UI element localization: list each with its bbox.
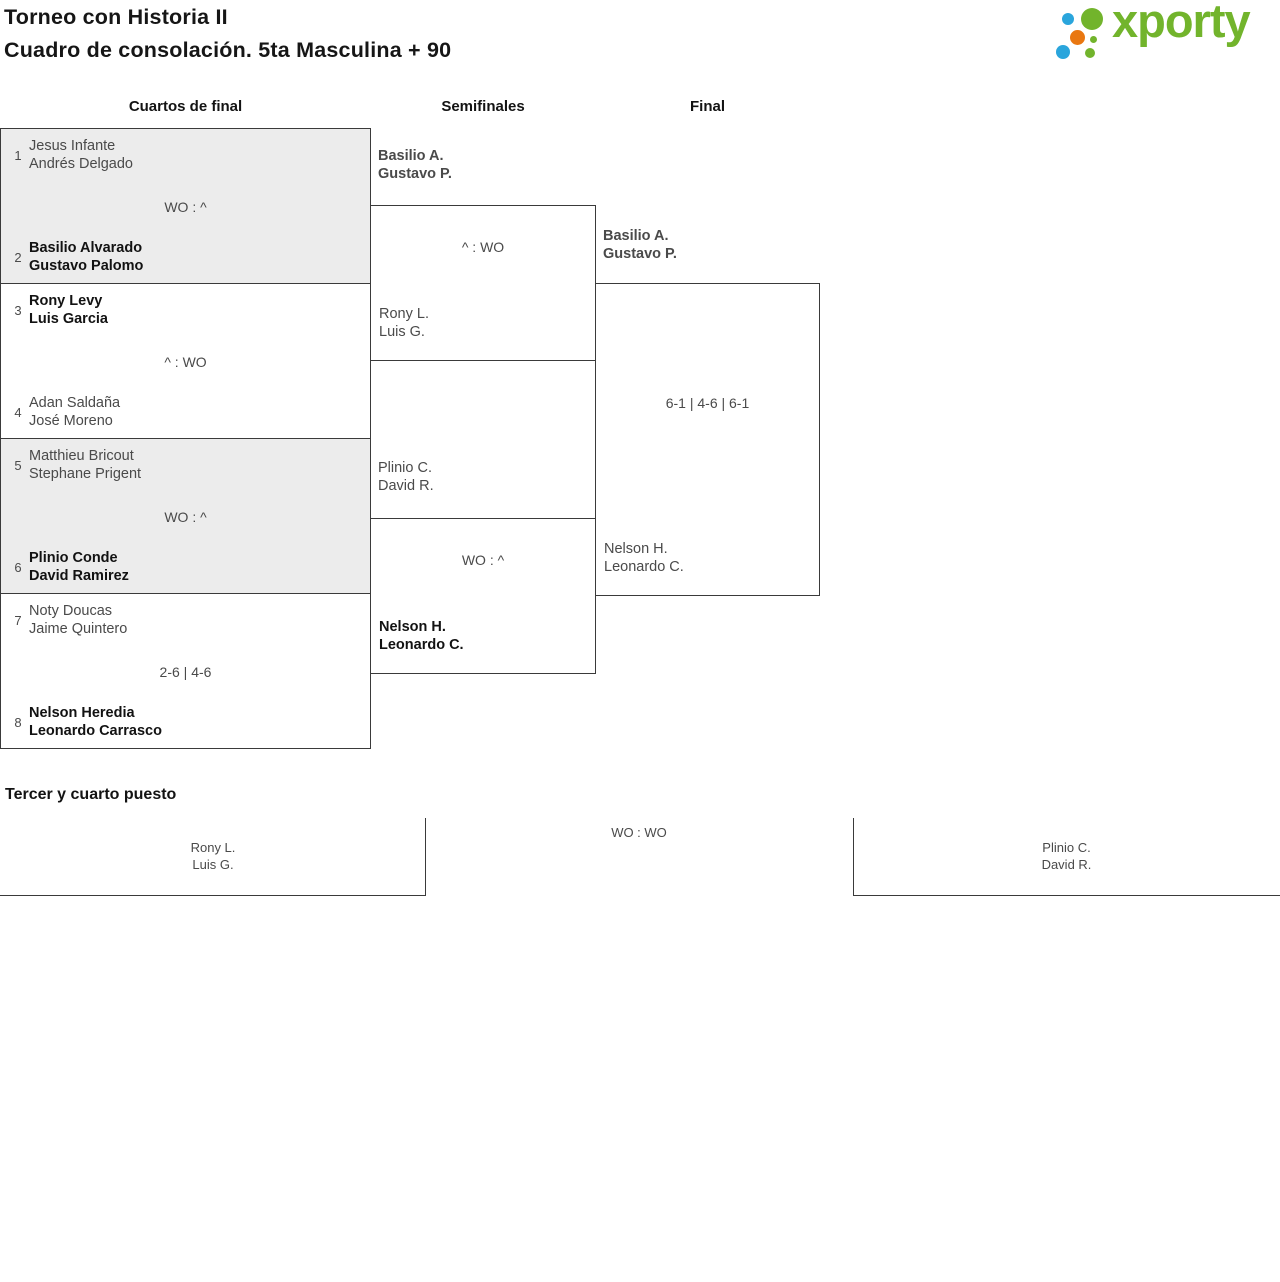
pair-names: Rony L. Luis G. xyxy=(379,306,429,340)
seed-number: 1 xyxy=(14,147,22,163)
seed-number: 6 xyxy=(14,559,22,575)
third-place-right-baseline xyxy=(853,895,1280,896)
pair-names-winner: Plinio Conde David Ramirez xyxy=(29,550,129,584)
logo-dot-green-large xyxy=(1081,8,1103,30)
match-qf-4[interactable]: 7 Noty Doucas Jaime Quintero 2-6 | 4-6 8… xyxy=(0,593,371,749)
participant-slot: 1 Jesus Infante Andrés Delgado xyxy=(7,137,133,173)
seed-number: 4 xyxy=(14,404,22,420)
match-score: WO : ^ xyxy=(164,199,207,215)
pair-names: Noty Doucas Jaime Quintero xyxy=(29,603,128,637)
logo-dot-green-tiny xyxy=(1090,36,1097,43)
third-place-right-pair: Plinio C. David R. xyxy=(1041,840,1092,872)
logo-dot-green-small xyxy=(1085,48,1095,58)
logo-dot-orange xyxy=(1070,30,1085,45)
xporty-logo-text: xporty xyxy=(1112,0,1251,47)
third-place-score: WO : WO xyxy=(611,825,667,840)
seed-number: 3 xyxy=(14,302,22,318)
pair-names: Matthieu Bricout Stephane Prigent xyxy=(29,448,142,482)
bracket-subtitle: Cuadro de consolación. 5ta Masculina + 9… xyxy=(4,38,452,62)
round-header-quarterfinals: Cuartos de final xyxy=(128,98,243,115)
seed-number: 5 xyxy=(14,457,22,473)
pair-names: Adan Saldaña José Moreno xyxy=(29,395,121,429)
third-place-left-vertical-line xyxy=(425,818,426,896)
participant-slot: 4 Adan Saldaña José Moreno xyxy=(7,394,120,430)
third-place-left-baseline xyxy=(0,895,426,896)
participant-slot: 3 Rony Levy Luis Garcia xyxy=(7,292,108,328)
participant-slot: 5 Matthieu Bricout Stephane Prigent xyxy=(7,447,141,483)
third-place-left-pair: Rony L. Luis G. xyxy=(190,840,236,872)
pair-names-winner: Rony Levy Luis Garcia xyxy=(29,293,108,327)
tournament-name: Torneo con Historia II xyxy=(4,5,228,29)
match-qf-3[interactable]: 5 Matthieu Bricout Stephane Prigent WO :… xyxy=(0,438,371,594)
sf1-advancing-pair: Basilio A. Gustavo P. xyxy=(378,148,452,182)
pair-names: Jesus Infante Andrés Delgado xyxy=(29,138,133,172)
third-place-heading: Tercer y cuarto puesto xyxy=(5,786,177,803)
match-score: 6-1 | 4-6 | 6-1 xyxy=(665,395,750,411)
match-sf-1[interactable]: ^ : WO Rony L. Luis G. xyxy=(370,205,596,361)
match-score: 2-6 | 4-6 xyxy=(159,664,212,680)
page-title: Torneo con Historia II Cuadro de consola… xyxy=(4,1,451,67)
match-qf-2[interactable]: 3 Rony Levy Luis Garcia ^ : WO 4 Adan Sa… xyxy=(0,283,371,439)
xporty-logo-dots-icon xyxy=(1048,2,1118,64)
match-sf-2[interactable]: WO : ^ Nelson H. Leonardo C. xyxy=(370,518,596,674)
logo-dot-blue-medium xyxy=(1056,45,1070,59)
xporty-logo[interactable]: xporty xyxy=(1048,0,1276,66)
match-score: WO : ^ xyxy=(461,552,505,568)
seed-number: 2 xyxy=(14,249,22,265)
sf2-top-pair: Plinio C. David R. xyxy=(378,460,434,494)
participant-slot: 8 Nelson Heredia Leonardo Carrasco xyxy=(7,704,162,740)
participant-slot: 7 Noty Doucas Jaime Quintero xyxy=(7,602,127,638)
final-champion-pair: Basilio A. Gustavo P. xyxy=(603,228,677,262)
logo-dot-blue-small xyxy=(1062,13,1074,25)
pair-names-winner: Nelson H. Leonardo C. xyxy=(379,619,464,653)
seed-number: 7 xyxy=(14,612,22,628)
participant-slot: 2 Basilio Alvarado Gustavo Palomo xyxy=(7,239,143,275)
participant-slot: 6 Plinio Conde David Ramirez xyxy=(7,549,129,585)
match-final[interactable]: 6-1 | 4-6 | 6-1 Nelson H. Leonardo C. xyxy=(595,283,820,596)
third-place-right-vertical-line xyxy=(853,818,854,896)
round-header-final: Final xyxy=(689,98,725,115)
match-qf-1[interactable]: 1 Jesus Infante Andrés Delgado WO : ^ 2 … xyxy=(0,128,371,284)
seed-number: 8 xyxy=(14,714,22,730)
pair-names: Nelson H. Leonardo C. xyxy=(604,541,684,575)
match-score: ^ : WO xyxy=(461,239,505,255)
match-score: ^ : WO xyxy=(164,354,207,370)
pair-names-winner: Basilio Alvarado Gustavo Palomo xyxy=(29,240,144,274)
round-header-semifinals: Semifinales xyxy=(441,98,525,115)
match-score: WO : ^ xyxy=(164,509,207,525)
pair-names-winner: Nelson Heredia Leonardo Carrasco xyxy=(29,705,162,739)
